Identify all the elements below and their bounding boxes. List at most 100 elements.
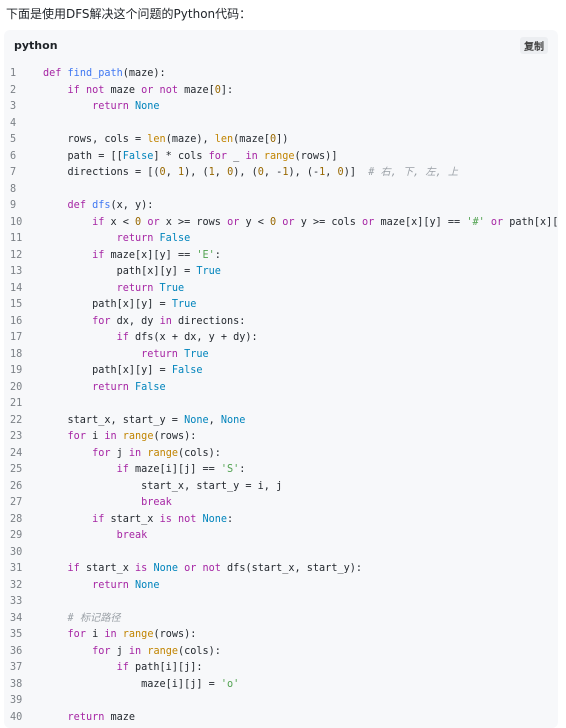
code-text: maze[i][j] = 'o' bbox=[43, 677, 239, 694]
code-token bbox=[43, 316, 92, 327]
code-token bbox=[43, 200, 68, 211]
code-token bbox=[43, 283, 117, 294]
code-token bbox=[43, 448, 92, 459]
code-line: 38 maze[i][j] = 'o' bbox=[4, 677, 558, 694]
code-line: 24 for j in range(cols): bbox=[4, 446, 558, 463]
code-token: maze[x][y] == bbox=[380, 216, 467, 228]
code-token: return bbox=[92, 101, 136, 112]
code-token: if not bbox=[67, 84, 111, 96]
code-text: return maze bbox=[43, 710, 135, 727]
code-token: ]) bbox=[276, 134, 289, 145]
code-line: 22 start_x, start_y = None, None bbox=[4, 413, 558, 430]
code-language-label: python bbox=[14, 38, 58, 52]
code-token: ), ( bbox=[233, 167, 258, 178]
code-line: 27 break bbox=[4, 495, 558, 512]
code-line: 13 path[x][y] = True bbox=[4, 264, 558, 281]
intro-text: 下面是使用DFS解决这个问题的Python代码： bbox=[6, 7, 252, 21]
code-token bbox=[43, 613, 68, 624]
code-line: 17 if dfs(x + dx, y + dy): bbox=[4, 330, 558, 347]
line-number: 7 bbox=[10, 167, 17, 178]
code-token bbox=[43, 101, 92, 112]
code-line: 2 if not maze or not maze[0]: bbox=[4, 83, 558, 100]
code-text: path[x][y] = True bbox=[43, 297, 196, 314]
code-token: for bbox=[92, 315, 117, 327]
code-token: range bbox=[122, 431, 154, 442]
code-token: (rows)] bbox=[294, 150, 338, 162]
code-token: )] bbox=[343, 167, 369, 178]
line-number: 15 bbox=[10, 299, 23, 310]
line-number: 8 bbox=[10, 183, 17, 195]
code-token: if bbox=[116, 464, 136, 475]
code-token: None bbox=[135, 579, 160, 591]
line-number: 20 bbox=[10, 381, 23, 393]
code-token: or bbox=[490, 216, 510, 228]
code-token: if bbox=[116, 662, 136, 673]
code-line: 3 return None bbox=[4, 99, 558, 116]
code-line: 23 for i in range(rows): bbox=[4, 429, 558, 446]
line-number: 31 bbox=[10, 563, 23, 574]
code-token: 0 bbox=[135, 216, 148, 228]
code-text: if not maze or not maze[0]: bbox=[43, 83, 234, 100]
code-token: path[i][j]: bbox=[135, 662, 203, 673]
code-line: 11 return False bbox=[4, 231, 558, 248]
code-text: path[x][y] = True bbox=[43, 264, 221, 281]
code-text: for j in range(cols): bbox=[43, 644, 221, 661]
line-number: 27 bbox=[10, 497, 23, 508]
code-token: in bbox=[159, 315, 178, 327]
code-token bbox=[43, 712, 68, 723]
line-number: 1 bbox=[10, 68, 17, 79]
code-line: 12 if maze[x][y] == 'E': bbox=[4, 248, 558, 265]
line-number: 23 bbox=[10, 431, 23, 442]
code-token: for bbox=[208, 150, 234, 162]
code-token bbox=[43, 382, 92, 393]
code-token: in bbox=[104, 629, 123, 640]
code-token: j bbox=[116, 645, 129, 657]
code-token: '#' bbox=[466, 216, 491, 228]
code-token: in bbox=[245, 150, 264, 162]
code-token: path[x][y] = bbox=[43, 365, 172, 376]
code-token: 'o' bbox=[220, 678, 240, 690]
code-line: 37 if path[i][j]: bbox=[4, 660, 558, 677]
code-text: # 标记路径 bbox=[43, 611, 121, 628]
code-token: i bbox=[92, 629, 105, 640]
code-text: break bbox=[43, 495, 172, 512]
code-token bbox=[43, 217, 92, 228]
code-token: len bbox=[214, 134, 234, 145]
code-token: path[x][y] = bbox=[43, 266, 197, 277]
code-line: 18 return True bbox=[4, 347, 558, 364]
line-number: 35 bbox=[10, 629, 23, 640]
code-token: x < bbox=[110, 216, 136, 228]
code-token: return bbox=[92, 381, 136, 393]
code-text: break bbox=[43, 528, 148, 545]
code-token: # 标记路径 bbox=[67, 612, 121, 624]
code-token: , bbox=[165, 167, 178, 178]
code-line: 36 for j in range(cols): bbox=[4, 644, 558, 661]
line-number: 24 bbox=[10, 447, 23, 459]
code-token: False bbox=[135, 381, 166, 393]
code-token: if bbox=[92, 513, 111, 525]
code-line: 8 bbox=[4, 182, 558, 199]
code-text: rows, cols = len(maze), len(maze[0]) bbox=[43, 132, 289, 149]
code-line: 15 path[x][y] = True bbox=[4, 297, 558, 314]
code-token: maze[x][y] == bbox=[110, 249, 197, 261]
code-token: break bbox=[141, 497, 172, 508]
code-line: 39 bbox=[4, 693, 558, 710]
code-token: range bbox=[263, 150, 295, 162]
copy-button[interactable]: 复制 bbox=[520, 36, 548, 54]
code-token: dfs(x + dx, y + dy): bbox=[135, 332, 258, 343]
code-token bbox=[43, 349, 141, 360]
code-token: True bbox=[171, 299, 197, 310]
code-token: True bbox=[159, 282, 185, 294]
code-token bbox=[43, 233, 117, 244]
code-token: 1 bbox=[177, 167, 185, 178]
code-token: range bbox=[122, 629, 154, 640]
code-token: rows, cols = bbox=[43, 134, 148, 145]
code-text: return None bbox=[43, 578, 160, 595]
code-token: (rows): bbox=[153, 431, 197, 442]
code-token: or bbox=[227, 216, 246, 228]
code-text: return None bbox=[43, 99, 159, 116]
line-number: 19 bbox=[10, 365, 23, 376]
code-text: if x < 0 or x >= rows or y < 0 or y >= c… bbox=[43, 215, 558, 232]
line-number: 14 bbox=[10, 282, 23, 294]
code-token: , bbox=[325, 167, 338, 178]
